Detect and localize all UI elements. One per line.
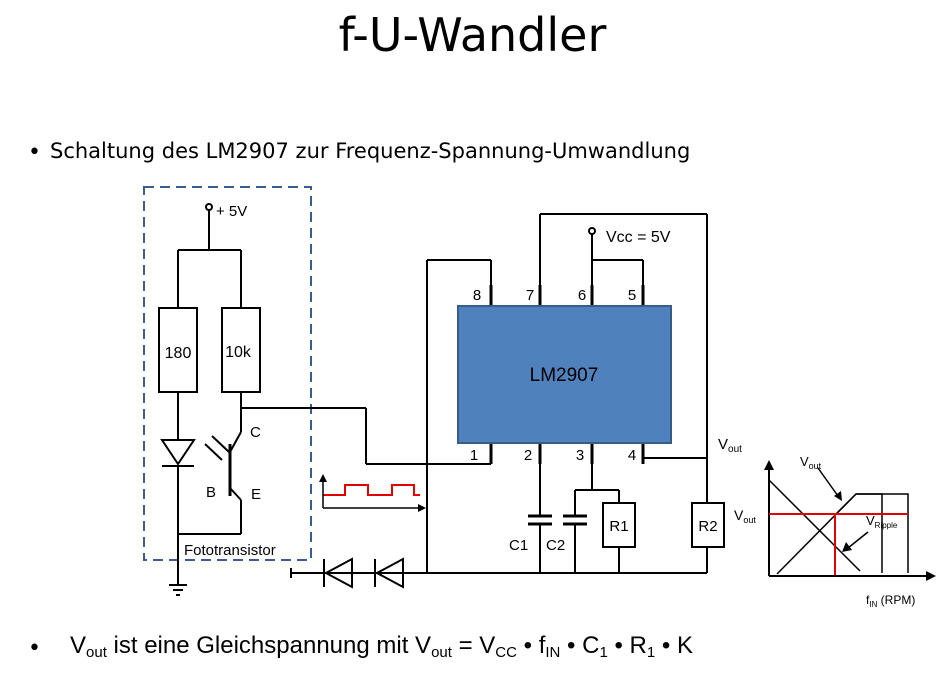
lm2907-chip — [457, 305, 672, 444]
bullet-marker: • — [28, 140, 41, 165]
supply-left-label: + 5V — [216, 203, 247, 220]
diode-1 — [323, 557, 353, 589]
led-diode — [160, 439, 196, 466]
page-title: f-U-Wandler — [338, 8, 607, 62]
pin-7: 7 — [526, 287, 534, 304]
pin-6: 6 — [578, 287, 586, 304]
r2-label: R2 — [698, 518, 717, 535]
graph-x-label: fIN (RPM) — [866, 593, 915, 609]
bullet-text-formula: Vout ist eine Gleichspannung mit Vout = … — [70, 632, 693, 661]
graph-vout-top: Vout — [800, 454, 822, 471]
vout-graph — [764, 460, 936, 581]
r1-label: R1 — [609, 518, 628, 535]
pin-4: 4 — [628, 447, 636, 464]
bullet-marker: • — [28, 636, 41, 661]
pin-5: 5 — [628, 287, 636, 304]
graph-vripple: VRipple — [866, 513, 898, 530]
collector-label: C — [250, 424, 261, 441]
resistor-180-label: 180 — [165, 345, 192, 362]
bullet-text-circuit: Schaltung des LM2907 zur Frequenz-Spannu… — [50, 139, 691, 163]
pulse-signal — [319, 474, 426, 512]
c1-label: C1 — [509, 537, 528, 554]
pin-3: 3 — [576, 447, 584, 464]
pin-2: 2 — [524, 447, 532, 464]
base-label: B — [206, 484, 216, 501]
emitter-label: E — [251, 486, 261, 503]
ic-label: LM2907 — [530, 365, 599, 386]
vout-label: Vout — [718, 436, 742, 455]
supply-terminal-right — [588, 227, 596, 235]
c2-label: C2 — [546, 537, 565, 554]
phototransistor-box — [143, 186, 312, 561]
supply-right-label: Vcc = 5V — [606, 229, 671, 246]
graph-vout-left: Vout — [734, 507, 756, 525]
phototransistor-label: Fototransistor — [184, 542, 276, 559]
diode-2 — [374, 557, 404, 589]
pin-8: 8 — [473, 287, 481, 304]
pin-1: 1 — [470, 447, 478, 464]
supply-terminal-left — [205, 203, 213, 211]
resistor-10k-label: 10k — [225, 344, 252, 361]
